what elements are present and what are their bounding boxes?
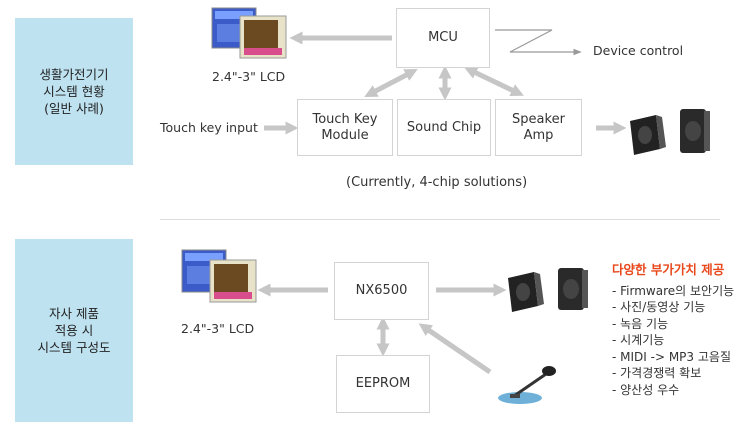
sound-chip-box: Sound Chip bbox=[397, 99, 491, 156]
touch-key-module-box: Touch Key Module bbox=[297, 99, 393, 156]
side-label-top: 생활가전기기 시스템 현황 (일반 사례) bbox=[15, 18, 133, 165]
nx6500-box: NX6500 bbox=[334, 262, 429, 320]
mcu-box: MCU bbox=[396, 8, 490, 68]
side-bottom-line-3: 시스템 구성도 bbox=[37, 340, 111, 355]
features-list: 다양한 부가가치 제공 - Firmware의 보안기능 - 사진/동영상 기능… bbox=[612, 262, 734, 398]
features-title: 다양한 부가가치 제공 bbox=[612, 262, 725, 277]
feature-item: - 녹음 기능 bbox=[612, 316, 669, 331]
side-bottom-line-1: 자사 제품 bbox=[49, 306, 99, 321]
nx6500-label: NX6500 bbox=[355, 283, 408, 298]
top-caption: (Currently, 4-chip solutions) bbox=[346, 175, 528, 190]
speaker-amp-line-2: Amp bbox=[523, 127, 554, 143]
device-control-arrow bbox=[495, 29, 582, 56]
mcu-label: MCU bbox=[428, 30, 458, 45]
touch-key-line-2: Module bbox=[321, 127, 369, 143]
feature-item: - MIDI -> MP3 고음질 bbox=[612, 349, 731, 364]
bottom-lcd-label: 2.4"-3" LCD bbox=[181, 321, 255, 336]
side-top-line-1: 생활가전기기 bbox=[39, 67, 109, 82]
feature-item: - 양산성 우수 bbox=[612, 382, 680, 397]
feature-item: - 가격경쟁력 확보 bbox=[612, 366, 702, 380]
side-top-line-2: 시스템 현황 bbox=[43, 84, 105, 99]
touch-key-input-label: Touch key input bbox=[160, 120, 258, 135]
speaker-amp-line-1: Speaker bbox=[512, 111, 565, 127]
speaker-icon bbox=[626, 103, 716, 161]
eeprom-label: EEPROM bbox=[355, 376, 411, 391]
side-label-bottom: 자사 제품 적용 시 시스템 구성도 bbox=[15, 239, 133, 422]
eeprom-box: EEPROM bbox=[336, 355, 430, 413]
arrow-mic-to-nx bbox=[418, 323, 492, 375]
feature-item: - 시계기능 bbox=[612, 333, 665, 347]
microphone-icon bbox=[494, 358, 560, 408]
lcd-device-icon bbox=[180, 248, 260, 310]
top-lcd-label: 2.4"-3" LCD bbox=[212, 69, 286, 84]
arrow-mcu-touchkey bbox=[364, 68, 418, 98]
device-control-label: Device control bbox=[593, 43, 684, 58]
lcd-device-icon bbox=[210, 6, 290, 66]
speaker-amp-box: Speaker Amp bbox=[495, 99, 582, 156]
feature-item: - 사진/동영상 기능 bbox=[612, 300, 706, 314]
arrow-mcu-speakeramp bbox=[464, 66, 524, 97]
feature-item: - Firmware의 보안기능 bbox=[612, 283, 735, 298]
speaker-icon bbox=[504, 262, 594, 320]
side-bottom-line-2: 적용 시 bbox=[54, 323, 94, 338]
section-divider bbox=[160, 219, 720, 220]
touch-key-line-1: Touch Key bbox=[312, 111, 378, 127]
sound-chip-label: Sound Chip bbox=[406, 119, 482, 135]
side-top-line-3: (일반 사례) bbox=[44, 101, 104, 116]
